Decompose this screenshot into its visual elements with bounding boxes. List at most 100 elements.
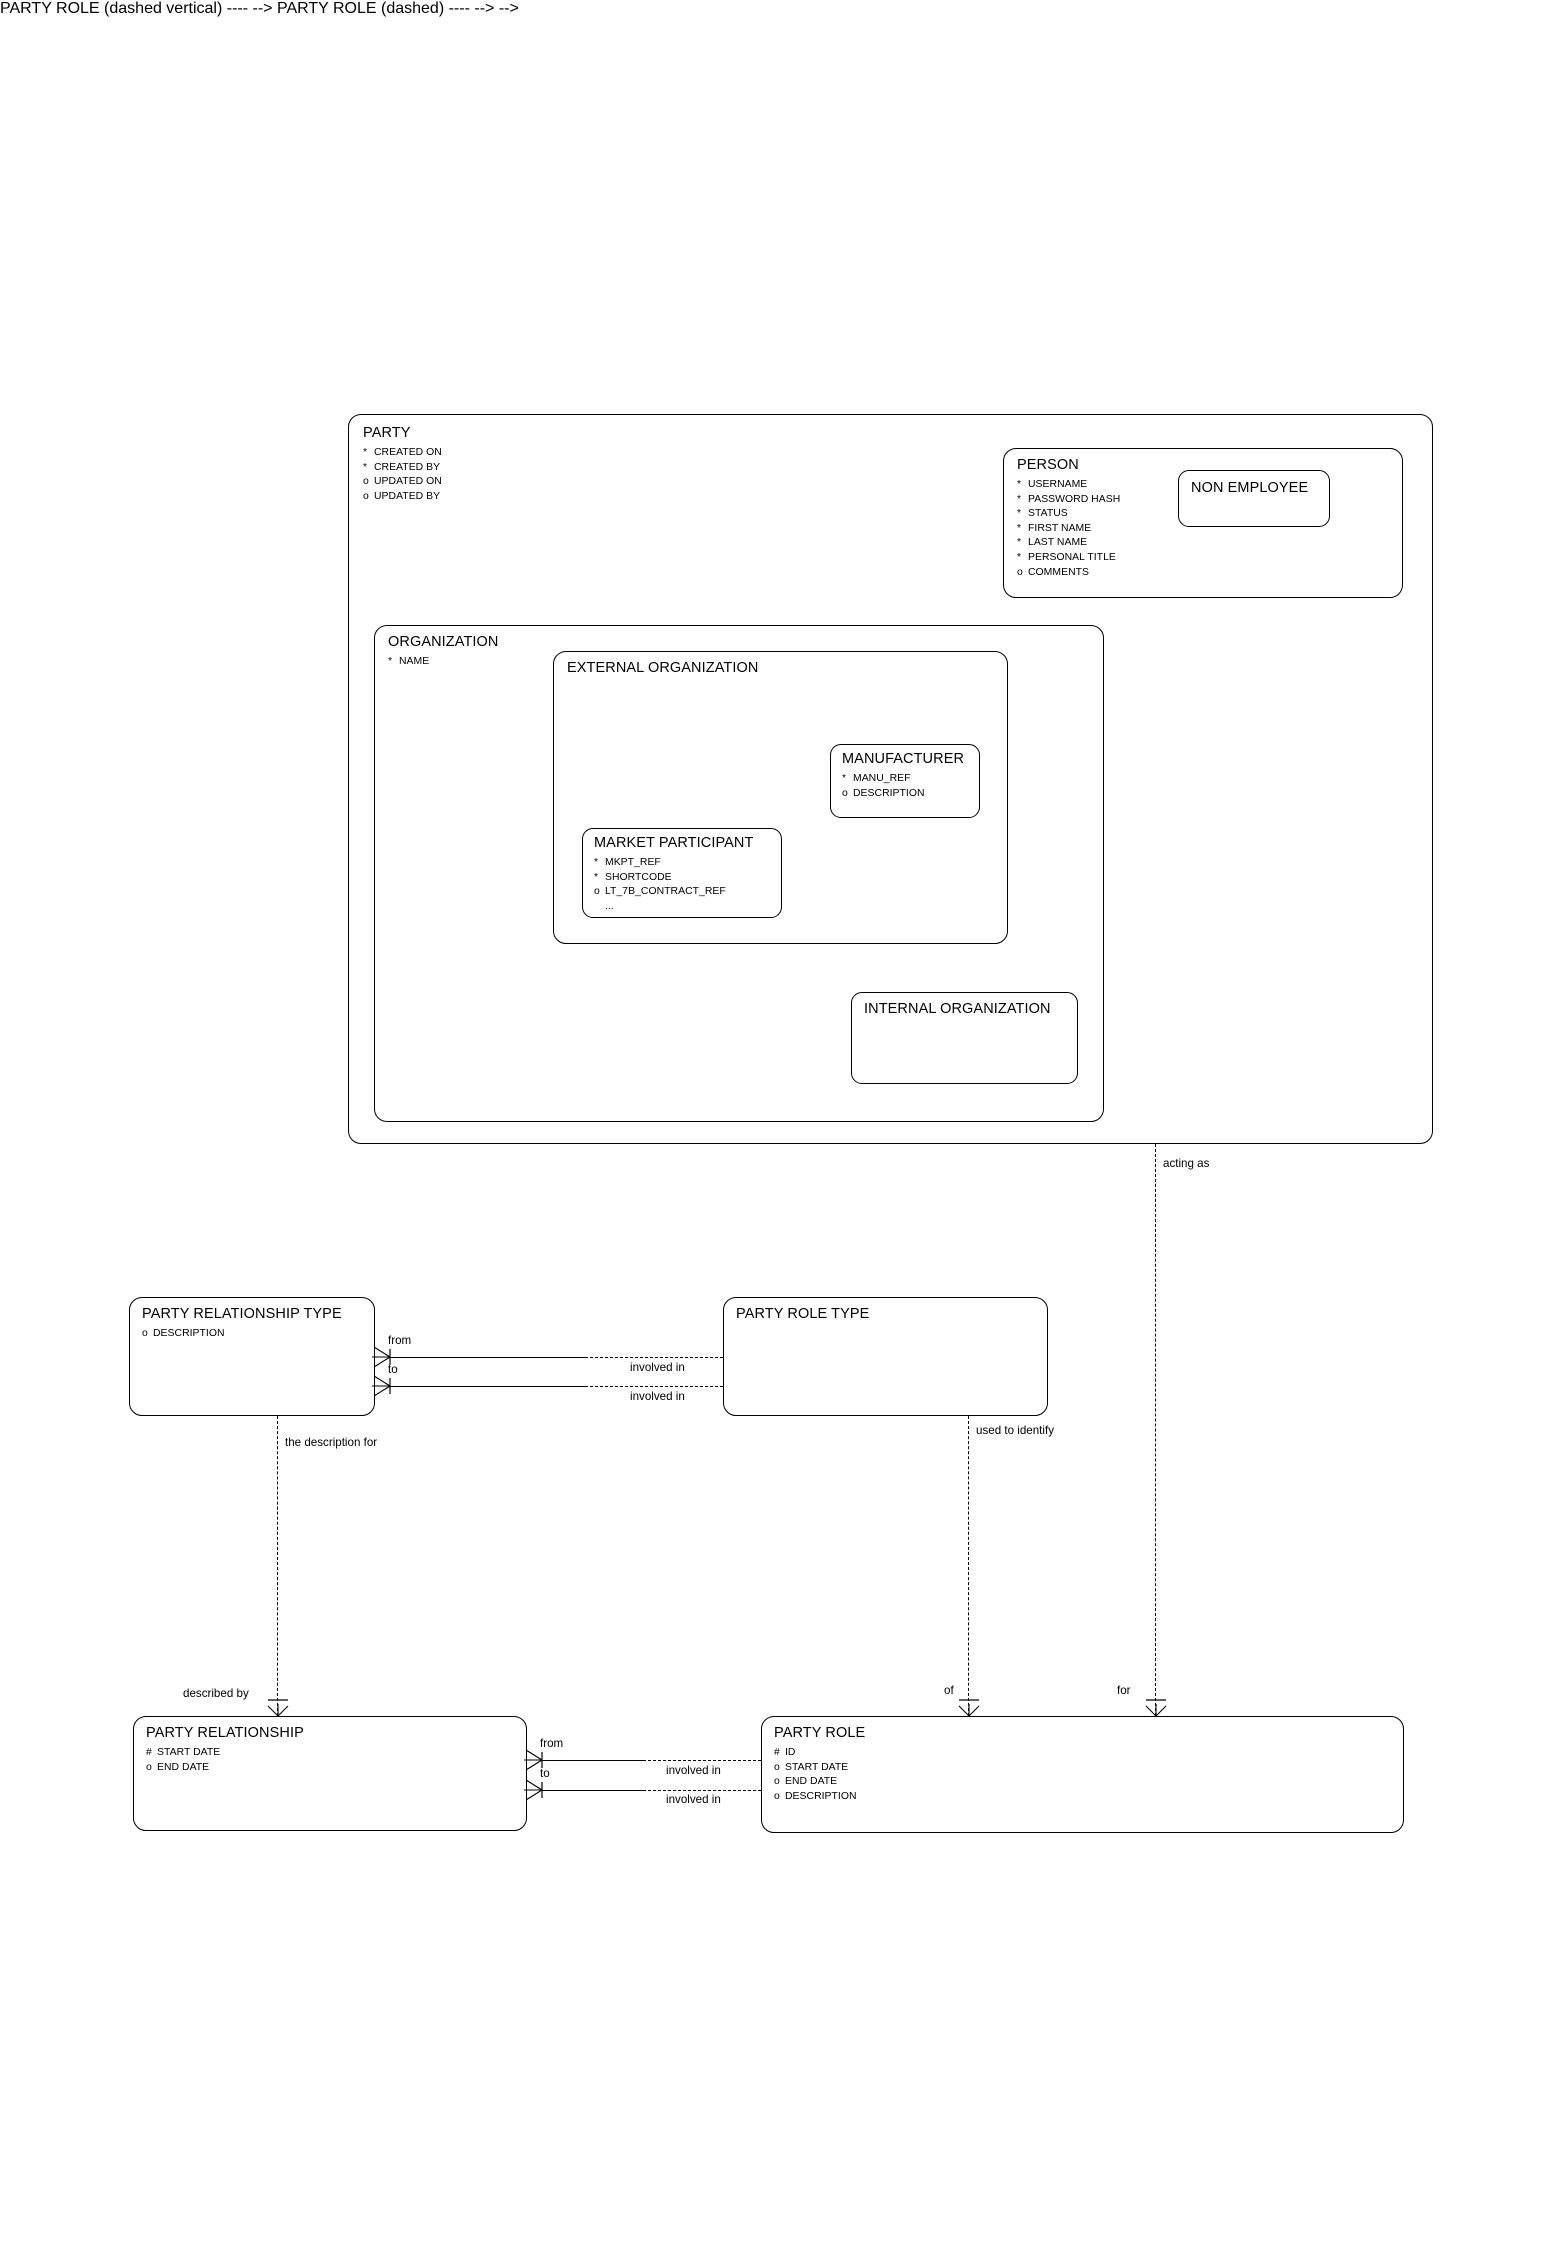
- entity-internal-organization[interactable]: INTERNAL ORGANIZATION: [851, 992, 1078, 1084]
- attribute-label: ...: [605, 900, 614, 912]
- attribute-marker: *: [363, 461, 368, 473]
- entity-market-participant[interactable]: MARKET PARTICIPANT *MKPT_REF *SHORTCODE …: [582, 828, 782, 918]
- entity-party-relationship-type-name: PARTY RELATIONSHIP TYPE: [142, 1306, 342, 1322]
- relationship-line-pr-to-dashed: [643, 1790, 761, 1791]
- attribute-marker: *: [1017, 508, 1022, 520]
- attribute-marker: o: [363, 490, 369, 502]
- entity-organization-name: ORGANIZATION: [388, 634, 499, 650]
- attribute-label: LT_7B_CONTRACT_REF: [605, 886, 726, 898]
- attribute-row: o LT_7B_CONTRACT_REF: [594, 885, 726, 900]
- relationship-label-prt-from: from: [388, 1334, 412, 1347]
- relationship-label-pr-to: to: [540, 1767, 550, 1780]
- attribute-row: *SHORTCODE: [594, 871, 726, 886]
- attribute-row: # ID: [774, 1746, 857, 1761]
- relationship-label-pr-from: from: [540, 1737, 564, 1750]
- relationship-label-prt-involved-in-2: involved in: [630, 1390, 685, 1403]
- entity-market-participant-name: MARKET PARTICIPANT: [594, 835, 754, 851]
- attribute-row: ...: [594, 900, 726, 915]
- entity-party-relationship[interactable]: PARTY RELATIONSHIP # START DATE o END DATE: [133, 1716, 527, 1831]
- entity-party-relationship-name: PARTY RELATIONSHIP: [146, 1725, 304, 1741]
- attribute-marker: o: [1017, 566, 1023, 578]
- attribute-label: PASSWORD HASH: [1028, 493, 1121, 505]
- attribute-marker: o: [363, 476, 369, 488]
- attribute-marker: #: [146, 1747, 152, 1758]
- crowsfoot-pr-to: [524, 1779, 543, 1801]
- attribute-row: o START DATE: [774, 1761, 857, 1776]
- entity-party-relationship-type-attributes: o DESCRIPTION: [142, 1327, 225, 1342]
- attribute-row: *LAST NAME: [1017, 536, 1120, 551]
- entity-party-relationship-type[interactable]: PARTY RELATIONSHIP TYPE o DESCRIPTION: [129, 1297, 375, 1416]
- attribute-label: SHORTCODE: [605, 871, 672, 883]
- relationship-label-of: of: [944, 1684, 954, 1697]
- attribute-marker: o: [774, 1776, 780, 1788]
- attribute-label: START DATE: [157, 1747, 221, 1758]
- attribute-row: * USERNAME: [1017, 478, 1120, 493]
- attribute-marker: o: [146, 1761, 152, 1773]
- attribute-marker: *: [1017, 493, 1022, 505]
- relationship-label-the-description-for: the description for: [285, 1436, 378, 1449]
- relationship-line-used-to-identify: [968, 1416, 969, 1716]
- relationship-label-pr-involved-in-1: involved in: [666, 1764, 721, 1777]
- relationship-label-acting-as: acting as: [1163, 1157, 1210, 1170]
- attribute-label: USERNAME: [1028, 479, 1088, 490]
- attribute-row: o DESCRIPTION: [142, 1327, 225, 1342]
- relationship-line-prt-to-dashed: [585, 1386, 723, 1387]
- attribute-marker: o: [842, 787, 848, 799]
- entity-party-relationship-attributes: # START DATE o END DATE: [146, 1746, 220, 1775]
- attribute-row: *MKPT_REF: [594, 856, 726, 871]
- crowsfoot-prt-to: [372, 1375, 391, 1397]
- relationship-label-pr-involved-in-2: involved in: [666, 1793, 721, 1806]
- attribute-marker: #: [774, 1747, 780, 1758]
- attribute-row: o END DATE: [146, 1761, 220, 1776]
- entity-person-attributes: * USERNAME * PASSWORD HASH *STATUS *FIRST …: [1017, 478, 1120, 580]
- crowsfoot-for: [1145, 1699, 1167, 1717]
- attribute-label: START DATE: [785, 1761, 849, 1773]
- attribute-label: ID: [785, 1747, 796, 1758]
- entity-party-name: PARTY: [363, 425, 411, 441]
- attribute-row: o UPDATED ON: [363, 475, 442, 490]
- attribute-label: CREATED BY: [374, 461, 441, 473]
- entity-market-participant-attributes: *MKPT_REF *SHORTCODE o LT_7B_CONTRACT_REF…: [594, 856, 726, 914]
- attribute-marker: o: [594, 886, 600, 898]
- attribute-row: *MANU_REF: [842, 772, 925, 787]
- attribute-marker: o: [142, 1328, 148, 1339]
- crowsfoot-described-by: [267, 1699, 289, 1717]
- attribute-row: *STATUS: [1017, 507, 1120, 522]
- relationship-line-prt-from-dashed: [585, 1357, 723, 1358]
- attribute-marker: o: [774, 1761, 780, 1773]
- attribute-row: *FIRST NAME: [1017, 522, 1120, 537]
- relationship-label-described-by: described by: [183, 1687, 249, 1700]
- entity-non-employee[interactable]: NON EMPLOYEE: [1178, 470, 1330, 527]
- attribute-row: *NAME: [388, 655, 429, 670]
- attribute-label: COMMENTS: [1028, 566, 1090, 578]
- attribute-label: UPDATED ON: [374, 476, 442, 488]
- attribute-label: CREATED ON: [374, 447, 442, 458]
- entity-party-role-type[interactable]: PARTY ROLE TYPE: [723, 1297, 1048, 1416]
- attribute-row: o COMMENTS: [1017, 566, 1120, 581]
- attribute-marker: *: [842, 773, 847, 784]
- attribute-marker: *: [363, 447, 368, 458]
- attribute-marker: o: [774, 1790, 780, 1802]
- attribute-label: LAST NAME: [1028, 537, 1088, 549]
- attribute-label: PERSONAL TITLE: [1028, 551, 1116, 563]
- attribute-label: DESCRIPTION: [153, 1328, 225, 1339]
- relationship-line-pr-from-solid: [541, 1760, 643, 1762]
- attribute-row: * CREATED ON: [363, 446, 442, 461]
- relationship-line-pr-from-dashed: [643, 1760, 761, 1761]
- relationship-label-for: for: [1117, 1684, 1131, 1697]
- attribute-label: UPDATED BY: [374, 490, 441, 502]
- relationship-line-prt-from-solid: [389, 1357, 585, 1359]
- attribute-label: END DATE: [157, 1761, 210, 1773]
- crowsfoot-pr-from: [524, 1749, 543, 1771]
- attribute-marker: *: [1017, 479, 1022, 490]
- attribute-row: # START DATE: [146, 1746, 220, 1761]
- crowsfoot-of: [958, 1699, 980, 1717]
